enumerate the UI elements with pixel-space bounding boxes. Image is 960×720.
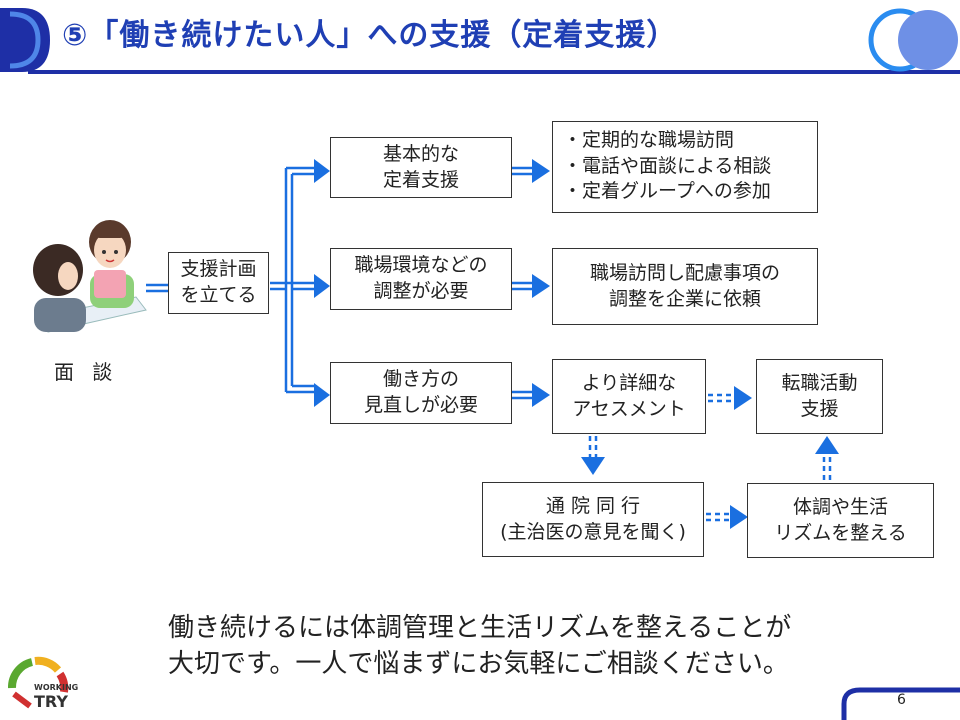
interview-illustration	[33, 220, 147, 333]
header-decoration	[0, 8, 960, 74]
logo-bottom-text: TRY	[34, 692, 68, 711]
logo-top-text: WORKING	[34, 683, 79, 692]
footer-decoration	[841, 687, 960, 720]
list-item: ・定期的な職場訪問	[563, 129, 735, 151]
list-item: ・定着グループへの参加	[563, 180, 771, 203]
basic-support-list: ・定期的な職場訪問 ・電話や面談による相談 ・定着グループへの参加	[552, 121, 818, 213]
list-item: ・電話や面談による相談	[563, 154, 772, 177]
branch-environment-adjustment: 職場環境などの 調整が必要	[330, 248, 512, 310]
closing-message-line: 働き続けるには体調管理と生活リズムを整えることが	[168, 613, 792, 643]
hospital-accompany-box: 通 院 同 行 (主治医の意見を聞く)	[482, 482, 704, 557]
closing-message: 働き続けるには体調管理と生活リズムを整えることが 大切です。一人で悩まずにお気軽…	[168, 610, 791, 683]
page-title: ⑤「働き続けたい人」への支援（定着支援）	[62, 18, 678, 53]
branch-work-style-review: 働き方の 見直しが必要	[330, 362, 512, 424]
environment-result-box: 職場訪問し配慮事項の 調整を企業に依頼	[552, 248, 818, 325]
rhythm-box: 体調や生活 リズムを整える	[747, 483, 934, 558]
interview-label: 面 談	[54, 360, 119, 384]
plan-box: 支援計画 を立てる	[168, 252, 269, 314]
working-try-logo	[8, 656, 69, 709]
closing-message-line: 大切です。一人で悩まずにお気軽にご相談ください。	[168, 649, 789, 680]
assessment-box: より詳細な アセスメント	[552, 359, 706, 434]
page-number: 6	[897, 692, 906, 708]
branch-basic-support: 基本的な 定着支援	[330, 137, 512, 198]
job-change-support-box: 転職活動 支援	[756, 359, 883, 434]
